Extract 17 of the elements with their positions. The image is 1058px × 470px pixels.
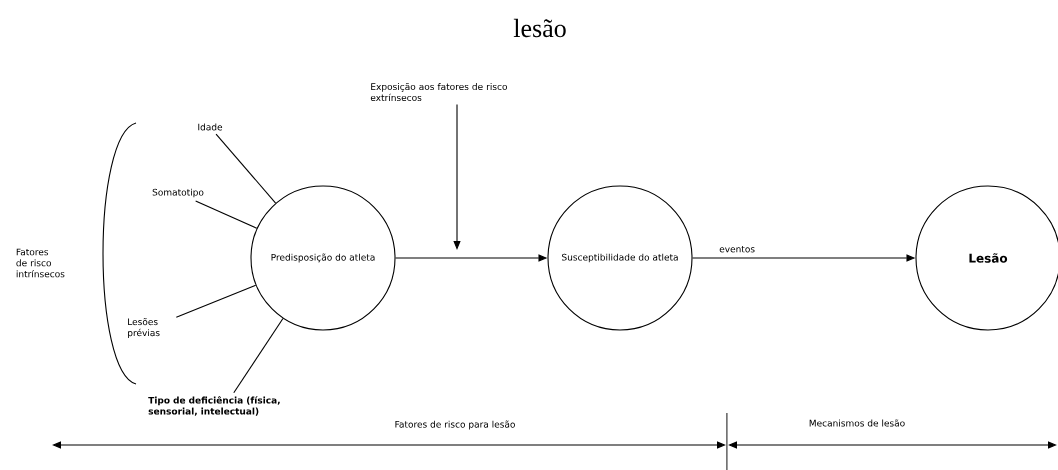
node-label: Somatotipo [152,188,204,198]
section-label: Mecanismos de lesão [809,419,905,427]
node-label: Idade [198,123,223,131]
section-label: Fatores de risco intrínsecos [16,248,65,278]
node-label: Exposição aos fatores de risco extrínsecos [370,82,507,102]
section-label: Fatores de risco para lesão [395,420,515,430]
connector-line [215,133,277,204]
node-label: Lesões prévias [128,318,160,338]
node-label: Tipo de deficiência (física, sensorial, intelectual) [148,396,280,416]
heading: lesão [513,18,566,38]
connector-line [175,284,257,318]
circle-node: Susceptibilidade do atleta [547,185,693,331]
circle-node: Predisposição do atleta [250,185,396,331]
connector-line [233,317,284,394]
arrow [453,104,461,250]
connector-line [195,200,258,229]
edge-label: eventos [718,245,757,254]
